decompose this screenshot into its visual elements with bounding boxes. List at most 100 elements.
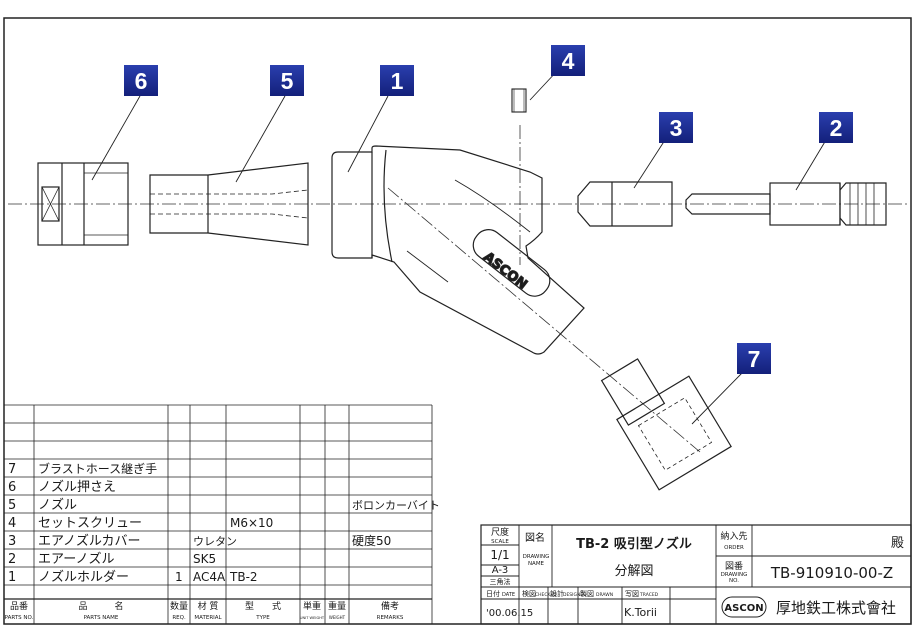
svg-text:材 質: 材 質 bbox=[198, 600, 219, 612]
designer-name: K.Torii bbox=[624, 606, 657, 619]
row-no: 4 bbox=[8, 516, 16, 531]
part-6-nozzle-retainer bbox=[37, 162, 129, 246]
svg-text:数量: 数量 bbox=[170, 600, 188, 612]
part-1-nozzle-holder: ASCON bbox=[331, 145, 585, 355]
svg-text:MATERIAL: MATERIAL bbox=[194, 615, 222, 621]
table-row: 5 ノズル ボロンカーバイト bbox=[8, 497, 440, 513]
centerlines bbox=[8, 125, 910, 453]
svg-text:ウレタン: ウレタン bbox=[193, 535, 237, 548]
svg-text:ボロンカーバイト: ボロンカーバイト bbox=[352, 499, 440, 512]
svg-text:PARTS NO.: PARTS NO. bbox=[5, 615, 34, 621]
table-row: 2 エアーノズル SK5 bbox=[8, 551, 216, 567]
title-block: 尺度 SCALE 1/1 A-3 三角法 図名 DRAWING NAME TB-… bbox=[480, 524, 912, 625]
company-name: 厚地鉄工株式會社 bbox=[776, 599, 896, 617]
callout-3: 3 bbox=[659, 112, 693, 143]
svg-text:品番: 品番 bbox=[10, 600, 28, 612]
body-logo: ASCON bbox=[480, 250, 529, 293]
row-name: エアーノズル bbox=[38, 551, 114, 567]
table-header: 品番 PARTS NO. 品 名 PARTS NAME 数量 REQ. 材 質 … bbox=[5, 600, 404, 621]
svg-text:重量: 重量 bbox=[328, 600, 346, 612]
svg-text:6: 6 bbox=[135, 68, 148, 94]
part-4-set-screw bbox=[511, 88, 527, 113]
svg-text:3: 3 bbox=[670, 115, 683, 141]
row-name: ブラストホース継ぎ手 bbox=[38, 461, 157, 476]
svg-text:写図: 写図 bbox=[625, 590, 639, 598]
row-no: 5 bbox=[8, 498, 16, 513]
svg-text:設計: 設計 bbox=[550, 589, 564, 598]
svg-text:AC4A: AC4A bbox=[193, 570, 226, 584]
row-name: セットスクリュー bbox=[38, 516, 142, 531]
svg-text:PARTS NAME: PARTS NAME bbox=[84, 615, 119, 621]
row-no: 3 bbox=[8, 534, 16, 549]
leader-lines bbox=[91, 69, 827, 425]
part-2-air-nozzle bbox=[685, 182, 887, 226]
drawing-date: '00.06.15 bbox=[486, 608, 533, 619]
svg-text:UNIT WEIGHT: UNIT WEIGHT bbox=[300, 616, 325, 620]
svg-text:CHECKED: CHECKED bbox=[535, 592, 557, 598]
row-name: ノズル bbox=[38, 497, 77, 513]
drawing-title: TB-2 吸引型ノズル bbox=[576, 536, 692, 552]
row-no: 1 bbox=[8, 570, 16, 585]
callout-2: 2 bbox=[819, 112, 853, 143]
svg-text:WEIGHT: WEIGHT bbox=[329, 615, 346, 620]
svg-text:TYPE: TYPE bbox=[255, 615, 270, 621]
svg-text:7: 7 bbox=[748, 346, 761, 372]
table-row: 4 セットスクリュー M6×10 bbox=[8, 516, 273, 531]
drawing-subtitle: 分解図 bbox=[614, 564, 653, 579]
row-name: エアノズルカバー bbox=[38, 533, 140, 549]
row-name: ノズル押さえ bbox=[38, 479, 116, 495]
svg-text:A-3: A-3 bbox=[492, 565, 509, 576]
company-logo: ASCON bbox=[724, 603, 763, 614]
table-row: 6 ノズル押さえ bbox=[8, 479, 116, 495]
svg-text:備考: 備考 bbox=[381, 600, 399, 612]
callout-4: 4 bbox=[551, 45, 585, 76]
svg-text:1/1: 1/1 bbox=[490, 548, 509, 562]
svg-text:REQ.: REQ. bbox=[172, 615, 186, 621]
svg-text:2: 2 bbox=[830, 115, 843, 141]
svg-text:殿: 殿 bbox=[891, 536, 904, 551]
svg-text:単重: 単重 bbox=[303, 600, 321, 612]
callout-5: 5 bbox=[270, 65, 304, 96]
svg-text:硬度50: 硬度50 bbox=[352, 533, 391, 548]
part-7-hose-coupling bbox=[600, 358, 732, 491]
svg-text:ORDER: ORDER bbox=[724, 545, 744, 551]
svg-text:1: 1 bbox=[175, 570, 183, 584]
svg-text:日付: 日付 bbox=[486, 589, 500, 598]
svg-text:SK5: SK5 bbox=[193, 552, 216, 566]
svg-text:型 式: 型 式 bbox=[245, 600, 281, 612]
svg-text:DESIGNED: DESIGNED bbox=[563, 592, 587, 598]
callout-1: 1 bbox=[380, 65, 414, 96]
svg-text:1: 1 bbox=[391, 68, 404, 94]
svg-text:納入先: 納入先 bbox=[720, 530, 747, 542]
row-name: ノズルホルダー bbox=[38, 569, 129, 585]
table-row: 7 ブラストホース継ぎ手 bbox=[8, 461, 157, 477]
callout-6: 6 bbox=[124, 65, 158, 96]
row-no: 6 bbox=[8, 480, 16, 495]
svg-text:SCALE: SCALE bbox=[491, 539, 509, 545]
table-row: 3 エアノズルカバー ウレタン 硬度50 bbox=[8, 533, 391, 549]
svg-text:DATE: DATE bbox=[502, 592, 515, 598]
drawing-no-en: DRAWING NO. bbox=[720, 572, 748, 584]
part-5-nozzle bbox=[149, 162, 309, 246]
svg-text:TB-2: TB-2 bbox=[229, 570, 258, 584]
svg-text:品 名: 品 名 bbox=[78, 600, 123, 612]
drawing-number: TB-910910-00-Z bbox=[770, 564, 893, 582]
svg-text:製図: 製図 bbox=[580, 589, 594, 598]
row-no: 2 bbox=[8, 552, 16, 567]
callout-7: 7 bbox=[737, 343, 771, 374]
part-3-air-nozzle-cover bbox=[577, 181, 673, 227]
svg-text:TRACED: TRACED bbox=[639, 592, 659, 598]
svg-text:M6×10: M6×10 bbox=[230, 516, 273, 530]
svg-text:図名: 図名 bbox=[525, 531, 545, 544]
drawing-name-en: DRAWING NAME bbox=[522, 554, 550, 567]
parts-list-table: 7 ブラストホース継ぎ手 6 ノズル押さえ 5 ノズル ボロンカーバイト bbox=[4, 404, 440, 624]
row-no: 7 bbox=[8, 462, 16, 477]
svg-text:図番: 図番 bbox=[725, 560, 743, 572]
svg-text:DRAWN: DRAWN bbox=[596, 592, 613, 598]
table-row: 1 ノズルホルダー 1 AC4A TB-2 bbox=[8, 569, 258, 585]
svg-text:検図: 検図 bbox=[522, 589, 536, 598]
svg-text:4: 4 bbox=[562, 48, 575, 74]
drawing-border bbox=[3, 17, 912, 625]
svg-text:5: 5 bbox=[281, 68, 294, 94]
